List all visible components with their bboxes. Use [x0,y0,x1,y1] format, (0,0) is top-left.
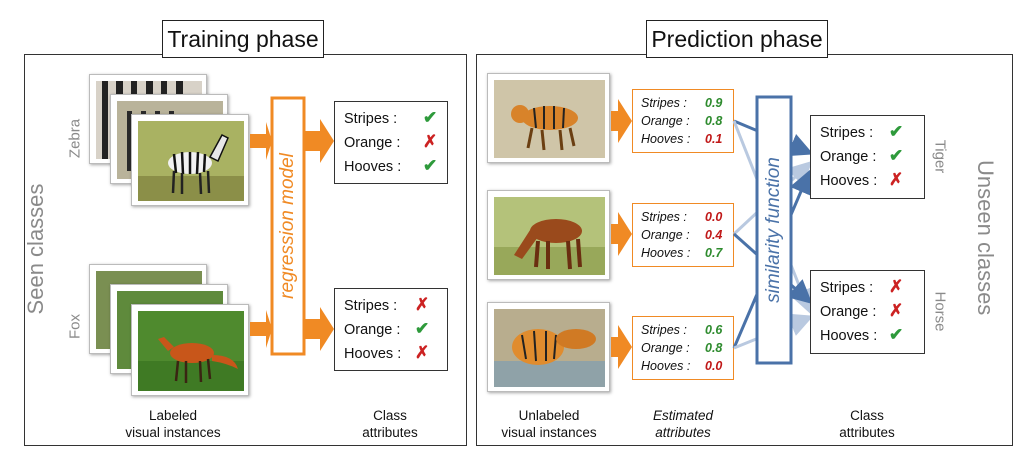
est3-orange-value: 0.8 [705,341,723,355]
fox-hooves-cross-icon: ✗ [415,343,430,362]
tiger-attributes-box: Stripes : ✔ Orange : ✔ Hooves : ✗ [810,115,925,199]
tiger-photo-1 [487,73,610,163]
est1-stripes-value: 0.9 [705,96,723,110]
prediction-caption-right: Class attributes [839,408,895,440]
fox-attr-stripes: Stripes : [344,298,398,314]
horse-attributes-box: Stripes : ✗ Orange : ✗ Hooves : ✔ [810,270,925,354]
prediction-title: Prediction phase [646,20,828,58]
est2-hooves-label: Hooves : [641,246,691,260]
prediction-caption-mid: Estimated attributes [652,408,714,440]
tiger-orange-check-icon: ✔ [889,146,904,165]
fox-attr-hooves: Hooves : [344,346,402,362]
est3-hooves-label: Hooves : [641,359,691,373]
horse-photo [487,190,610,280]
est2-stripes-value: 0.0 [705,210,723,224]
zebra-out-arrow [304,119,334,163]
zebra-attr-hooves: Hooves : [344,159,402,175]
horse-orange-cross-icon: ✗ [889,301,904,320]
tiger-attr-orange: Orange : [820,149,877,165]
fox-stripes-cross-icon: ✗ [415,295,430,314]
horse-image [494,197,605,275]
similarity-function-box [755,95,793,365]
tiger-attr-hooves: Hooves : [820,173,878,189]
fox-attributes-box: Stripes : ✗ Orange : ✔ Hooves : ✗ [334,288,448,371]
fox-photo-front [131,304,249,396]
prediction-caption-left: Unlabeled visual instances [501,408,597,440]
tiger-attr-stripes: Stripes : [820,125,874,141]
est1-orange-value: 0.8 [705,114,723,128]
zebra-hooves-check-icon: ✔ [423,156,438,175]
zebra-attr-orange: Orange : [344,135,401,151]
zebra-stripes-check-icon: ✔ [423,108,438,127]
tiger-photo-2 [487,302,610,392]
estimate-box-3: Stripes : 0.6 Orange : 0.8 Hooves : 0.0 [632,316,734,380]
zebra-in-arrow [250,122,272,160]
horse-attr-hooves: Hooves : [820,328,878,344]
horse-stripes-cross-icon: ✗ [889,277,904,296]
est1-orange-label: Orange : [641,114,690,128]
est3-orange-label: Orange : [641,341,690,355]
est3-stripes-label: Stripes : [641,323,687,337]
training-caption-right: Class attributes [362,408,418,440]
zebra-photo-front [131,114,249,206]
fox-orange-check-icon: ✔ [415,319,430,338]
training-title: Training phase [162,20,324,58]
fox-out-arrow [304,307,334,351]
tiger-image-2 [494,309,605,387]
zebra-attr-stripes: Stripes : [344,111,398,127]
est2-orange-label: Orange : [641,228,690,242]
tiger-hooves-cross-icon: ✗ [889,170,904,189]
fox-in-arrow [250,310,272,348]
tiger1-est-arrow [611,99,632,143]
similarity-function-label: similarity function [763,157,784,303]
tiger-stripes-check-icon: ✔ [889,122,904,141]
tiger-image-1 [494,80,605,158]
est2-orange-value: 0.4 [705,228,723,242]
est1-hooves-label: Hooves : [641,132,691,146]
horse-est-arrow [611,212,632,256]
est2-hooves-value: 0.7 [705,246,723,260]
training-caption-left: Labeled visual instances [125,408,221,440]
regression-model-box [270,96,306,356]
fox-image-front [138,311,244,391]
zebra-attributes-box: Stripes : ✔ Orange : ✗ Hooves : ✔ [334,101,448,184]
horse-attr-stripes: Stripes : [820,280,874,296]
horse-attr-orange: Orange : [820,304,877,320]
estimate-box-1: Stripes : 0.9 Orange : 0.8 Hooves : 0.1 [632,89,734,153]
tiger2-est-arrow [611,325,632,369]
est1-stripes-label: Stripes : [641,96,687,110]
estimate-box-2: Stripes : 0.0 Orange : 0.4 Hooves : 0.7 [632,203,734,267]
est1-hooves-value: 0.1 [705,132,723,146]
est2-stripes-label: Stripes : [641,210,687,224]
est3-stripes-value: 0.6 [705,323,723,337]
horse-hooves-check-icon: ✔ [889,325,904,344]
zebra-orange-cross-icon: ✗ [423,132,438,151]
training-arrows [250,96,334,356]
fox-attr-orange: Orange : [344,322,401,338]
est3-hooves-value: 0.0 [705,359,723,373]
zebra-image-front [138,121,244,201]
